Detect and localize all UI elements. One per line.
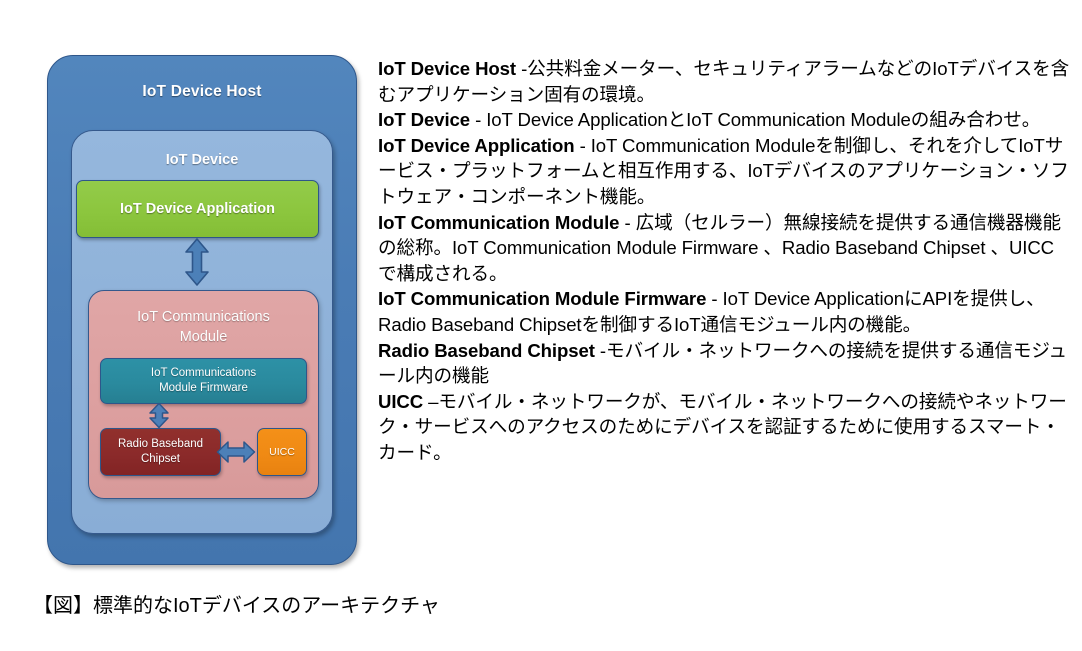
iot-device-application-box: IoT Device Application (76, 180, 319, 238)
firmware-label-line1: IoT Communications (150, 367, 257, 379)
firmware-label-line2: Module Firmware (159, 382, 248, 394)
definition-term: IoT Device Application (378, 134, 575, 156)
definitions-panel: IoT Device Host -公共料金メーター、セキュリティアラームなどのI… (378, 56, 1070, 466)
uicc-box: UICC (257, 428, 307, 476)
figure-caption: 【図】標準的なIoTデバイスのアーキテクチャ (33, 595, 440, 617)
iot-device-application-label: IoT Device Application (120, 201, 275, 217)
chipset-label-line1: Radio Baseband (117, 438, 204, 450)
radio-baseband-chipset-box: Radio Baseband Chipset (100, 428, 221, 476)
definition-term: IoT Device (378, 109, 471, 131)
definition-term: Radio Baseband Chipset (378, 339, 595, 361)
definition-body: - IoT Device ApplicationとIoT Communicati… (470, 109, 1041, 131)
definition-item: IoT Device Host -公共料金メーター、セキュリティアラームなどのI… (378, 56, 1070, 107)
definition-item: UICC –モバイル・ネットワークが、モバイル・ネットワークへの接続やネットワー… (378, 389, 1070, 466)
definition-item: IoT Communication Module Firmware - IoT … (378, 286, 1070, 337)
iot-architecture-diagram: IoT Device Host IoT Device IoT Device Ap… (47, 55, 357, 565)
definition-body: - 広域（セルラー）無線接続を提供する通信機器機能の総称。IoT Communi… (378, 211, 1061, 284)
definition-term: UICC (378, 390, 424, 412)
definition-body: -公共料金メーター、セキュリティアラームなどのIoTデバイスを含むアプリケーショ… (378, 58, 1070, 105)
iot-device-host-label: IoT Device Host (142, 83, 262, 100)
definition-body: –モバイル・ネットワークが、モバイル・ネットワークへの接続やネットワーク・サービ… (378, 390, 1067, 463)
chipset-to-uicc-arrow-icon (216, 439, 256, 470)
app-to-module-arrow-icon (183, 237, 211, 292)
iot-communications-module-firmware-box: IoT Communications Module Firmware (100, 358, 307, 404)
firmware-to-chipset-arrow-icon (147, 402, 171, 434)
uicc-label: UICC (269, 446, 295, 458)
firmware-label: IoT Communications Module Firmware (151, 366, 256, 396)
definition-item: IoT Communication Module - 広域（セルラー）無線接続を… (378, 210, 1070, 287)
radio-baseband-chipset-label: Radio Baseband Chipset (118, 437, 203, 467)
definition-item: IoT Device Application - IoT Communicati… (378, 133, 1070, 210)
definition-term: IoT Communication Module (378, 211, 620, 233)
iot-communications-module-label: IoT Communications Module (89, 307, 318, 347)
chipset-label-line2: Chipset (140, 453, 180, 465)
definition-body: - IoT Device ApplicationにAPIを提供し、Radio B… (378, 288, 1045, 335)
definition-item: IoT Device - IoT Device ApplicationとIoT … (378, 107, 1070, 133)
iot-device-label: IoT Device (165, 152, 239, 168)
definition-body: - IoT Communication Moduleを制御し、それを介してIoT… (378, 134, 1069, 207)
definition-item: Radio Baseband Chipset -モバイル・ネットワークへの接続を… (378, 338, 1070, 389)
comms-module-label-line2: Module (179, 329, 228, 345)
definition-body: -モバイル・ネットワークへの接続を提供する通信モジュール内の機能 (378, 339, 1068, 387)
comms-module-label-line1: IoT Communications (137, 309, 270, 325)
definition-term: IoT Device Host (378, 58, 516, 79)
definition-term: IoT Communication Module Firmware (378, 288, 707, 310)
